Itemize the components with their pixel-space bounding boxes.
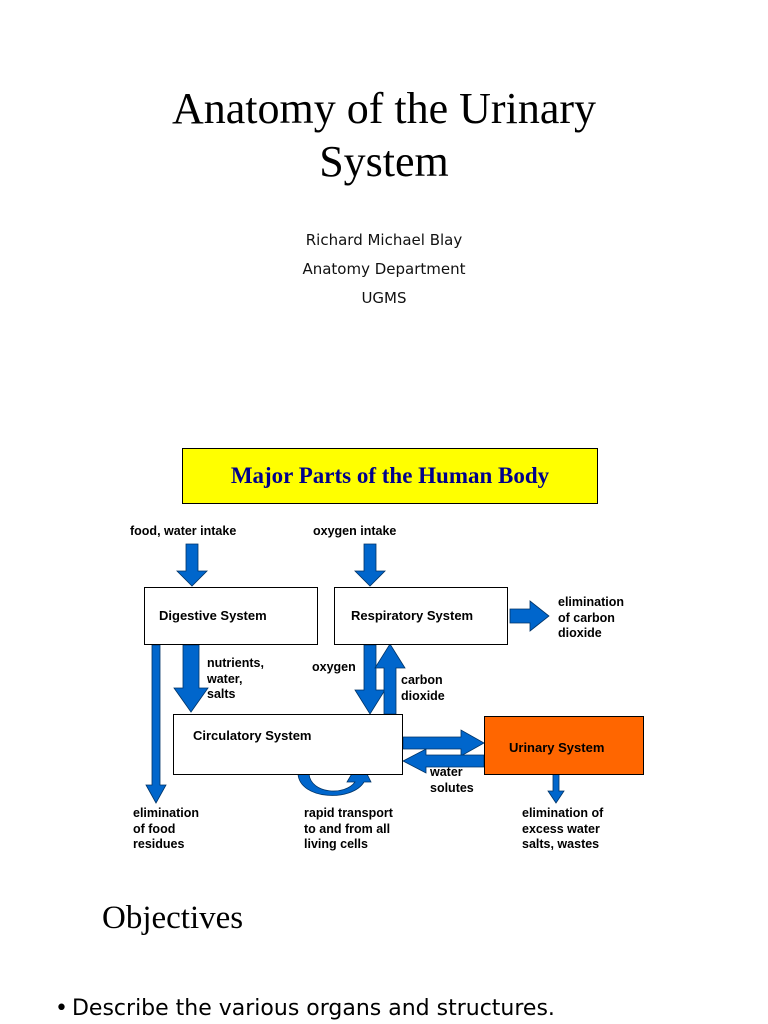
label-oxygen-intake: oxygen intake xyxy=(313,524,397,538)
arrow-water-solutes xyxy=(402,748,485,774)
author-department: Anatomy Department xyxy=(302,260,466,278)
arrow-nutrients xyxy=(173,644,209,713)
digestive-system-box: Digestive System xyxy=(144,587,318,645)
title-line-2: System xyxy=(319,137,449,186)
diagram-heading: Major Parts of the Human Body xyxy=(182,448,598,504)
author-block: Richard Michael Blay Anatomy Department … xyxy=(0,228,768,315)
respiratory-system-box: Respiratory System xyxy=(334,587,508,645)
bullet-dot: • xyxy=(55,996,68,1021)
label-water-solutes: water solutes xyxy=(430,765,474,795)
arrow-oxygen xyxy=(354,644,386,715)
objectives-heading: Objectives xyxy=(102,900,244,936)
label-oxygen: oxygen xyxy=(312,660,356,674)
arrow-food-intake xyxy=(176,543,208,587)
label-elim-water: elimination of excess water salts, waste… xyxy=(522,806,604,851)
urinary-system-label: Urinary System xyxy=(509,740,605,755)
respiratory-system-label: Respiratory System xyxy=(351,608,474,623)
body-systems-diagram: Major Parts of the Human Body xyxy=(0,440,768,870)
label-carbon-dioxide: carbon dioxide xyxy=(401,673,445,703)
digestive-system-label: Digestive System xyxy=(159,608,267,623)
arrow-elim-food xyxy=(145,644,167,804)
title-line-1: Anatomy of the Urinary xyxy=(172,84,596,133)
label-nutrients: nutrients, water, salts xyxy=(207,656,264,701)
arrow-carbon-dioxide xyxy=(374,643,406,715)
objective-text: Describe the various organs and structur… xyxy=(71,996,555,1021)
arrow-oxygen-intake xyxy=(354,543,386,587)
objective-bullet: •Describe the various organs and structu… xyxy=(55,996,555,1021)
slide-title: Anatomy of the Urinary System xyxy=(0,82,768,188)
circulatory-system-box: Circulatory System xyxy=(173,714,403,775)
label-elim-food: elimination of food residues xyxy=(133,806,199,851)
label-elim-co2: elimination of carbon dioxide xyxy=(558,595,624,640)
urinary-system-box: Urinary System xyxy=(484,716,644,775)
arrow-to-urinary xyxy=(402,729,485,757)
circulatory-system-label: Circulatory System xyxy=(193,728,312,743)
arrow-elim-co2 xyxy=(509,600,550,632)
author-institution: UGMS xyxy=(361,289,407,307)
diagram-arrows xyxy=(145,543,565,804)
author-name: Richard Michael Blay xyxy=(305,231,463,249)
label-rapid-transport: rapid transport to and from all living c… xyxy=(304,806,393,851)
arrow-elim-urinary xyxy=(547,773,565,804)
label-food-intake: food, water intake xyxy=(130,524,237,538)
